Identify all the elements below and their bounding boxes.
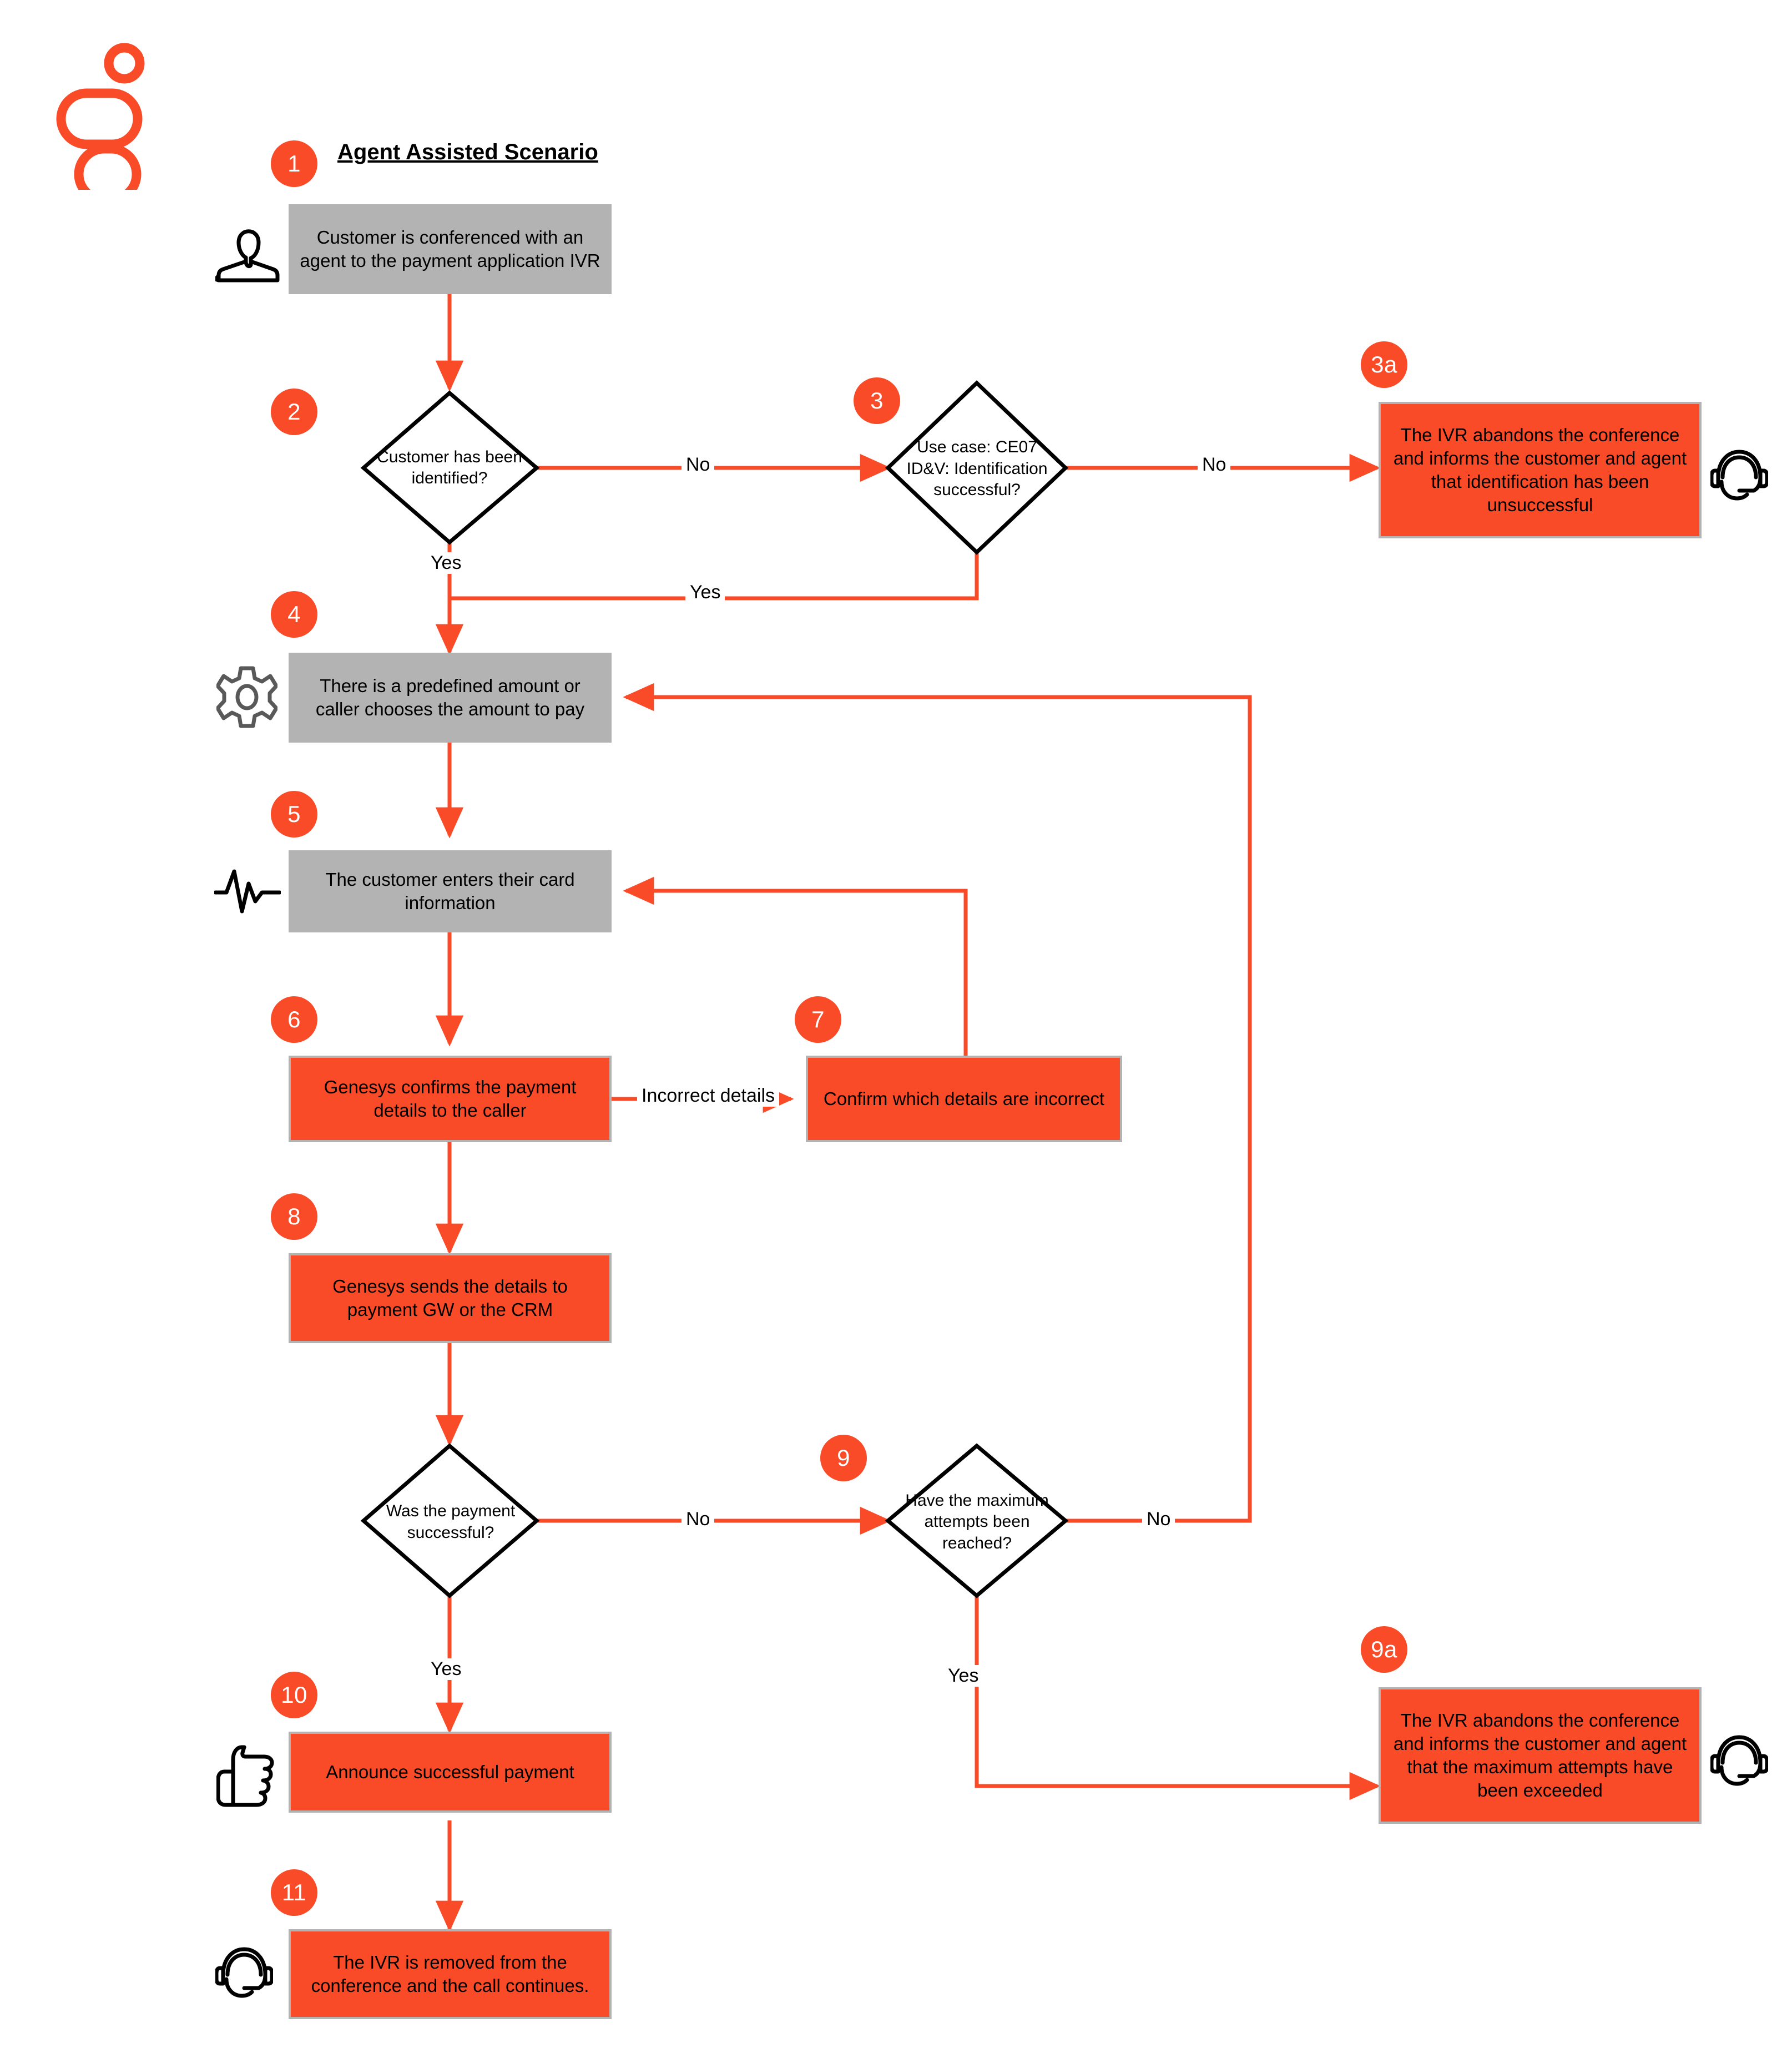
node-6-box[interactable] [289, 1056, 612, 1142]
node-11-label: The IVR is removed from the conference a… [311, 1951, 589, 1996]
node-1-badge: 1 [271, 140, 317, 187]
diagram-title: Agent Assisted Scenario [337, 140, 598, 164]
node-10-badge: 10 [271, 1672, 317, 1718]
edge-label-no-identified: No [682, 454, 715, 476]
node-8-badge: 8 [271, 1193, 317, 1240]
edge-label-yes-id-success: Yes [685, 582, 725, 603]
node-9-badge: 9 [820, 1435, 867, 1481]
node-3a-badge: 3a [1361, 341, 1407, 388]
node-10-box[interactable] [289, 1732, 612, 1813]
edge-label-yes-identified: Yes [426, 552, 466, 574]
node-8-box[interactable] [289, 1253, 612, 1343]
node-9a-badge: 9a [1361, 1626, 1407, 1673]
node-11-badge: 11 [271, 1869, 317, 1916]
node-7-box[interactable] [806, 1056, 1122, 1142]
node-11-box[interactable] [289, 1929, 612, 2019]
headset-agent-icon [1709, 1731, 1769, 1788]
node-6-label: Genesys confirms the payment details to … [324, 1076, 577, 1121]
edge-label-incorrect-details: Incorrect details [637, 1085, 779, 1107]
node-9-label: Have the maximum attempts been reached? [905, 1491, 1049, 1552]
edge-label-no-max-attempts: No [1142, 1509, 1175, 1530]
node-9d-label: Was the payment successful? [386, 1502, 516, 1542]
node-3a-box[interactable] [1379, 402, 1702, 538]
node-2-badge: 2 [271, 389, 317, 435]
node-5-box[interactable] [289, 850, 612, 932]
edge-label-no-payment: No [682, 1509, 715, 1530]
node-1-label: Customer is conferenced with an agent to… [300, 226, 600, 271]
gear-icon [215, 664, 279, 730]
node-9a-box[interactable] [1379, 1687, 1702, 1824]
node-4-badge: 4 [271, 591, 317, 638]
node-9a-label: The IVR abandons the conference and info… [1393, 1709, 1687, 1801]
edge-label-no-id-failed: No [1198, 454, 1231, 476]
node-5-label: The customer enters their card informati… [325, 869, 575, 913]
node-1-box[interactable] [289, 204, 612, 294]
node-3-badge: 3 [854, 377, 900, 424]
node-10-label: Announce successful payment [326, 1761, 574, 1782]
headset-agent-icon [214, 1943, 274, 2000]
node-3a-label: The IVR abandons the conference and info… [1393, 424, 1687, 516]
node-3-label: Use case: CE07 ID&V: Identification succ… [906, 438, 1048, 500]
edge-label-yes-max-attempts: Yes [943, 1665, 983, 1687]
node-2-label: Customer has been identified? [377, 447, 522, 487]
node-8-label: Genesys sends the details to payment GW … [332, 1275, 568, 1320]
thumbs-up-icon [216, 1743, 277, 1808]
customer-person-icon [213, 214, 282, 283]
node-6-badge: 6 [271, 996, 317, 1043]
node-7-badge: 7 [795, 996, 841, 1043]
node-7-label: Confirm which details are incorrect [823, 1088, 1105, 1109]
node-4-box[interactable] [289, 653, 612, 743]
headset-agent-icon [1709, 445, 1769, 503]
node-4-label: There is a predefined amount or caller c… [315, 675, 585, 719]
waveform-icon [213, 861, 282, 922]
edge-label-yes-payment: Yes [426, 1658, 466, 1680]
node-5-badge: 5 [271, 791, 317, 838]
